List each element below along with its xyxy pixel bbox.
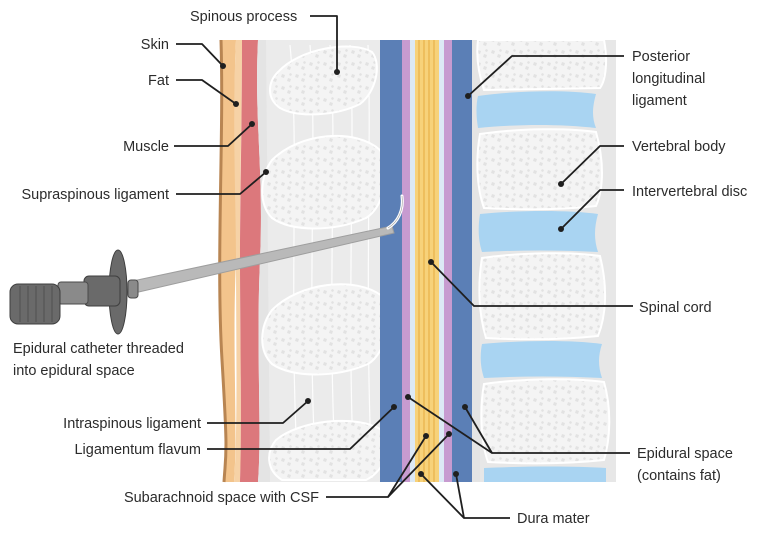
leader-lines: [174, 15, 633, 519]
epidural-needle: [9, 194, 404, 335]
label-supraspinous-ligament: Supraspinous ligament: [21, 187, 169, 203]
label-dura-mater: Dura mater: [517, 511, 590, 527]
intervertebral-disc-2: [478, 211, 598, 252]
spinous-process-2: [261, 134, 387, 230]
label-epidural-space-2: (contains fat): [637, 468, 721, 484]
intervertebral-disc-1: [476, 91, 596, 128]
posterior-elements: [257, 40, 392, 482]
label-subarachnoid-space: Subarachnoid space with CSF: [124, 490, 319, 506]
labels: Spinous process Skin Fat Muscle Supraspi…: [13, 9, 747, 527]
label-fat: Fat: [148, 73, 169, 89]
label-epidural-catheter-2: into epidural space: [13, 363, 135, 379]
label-muscle: Muscle: [123, 139, 169, 155]
label-posterior-longitudinal-3: ligament: [632, 93, 687, 109]
spinal-canal: [380, 40, 480, 482]
vertebral-body-1: [476, 39, 608, 92]
intervertebral-disc-4: [484, 466, 606, 482]
label-ligamentum-flavum: Ligamentum flavum: [74, 442, 201, 458]
label-posterior-longitudinal-1: Posterior: [632, 49, 690, 65]
label-interspinous-ligament: Intraspinous ligament: [63, 416, 201, 432]
vertebral-column: [476, 39, 616, 482]
vertebral-body-2: [476, 128, 603, 211]
label-posterior-longitudinal-2: longitudinal: [632, 71, 705, 87]
label-vertebral-body: Vertebral body: [632, 139, 726, 155]
needle-hub: [9, 283, 61, 325]
label-skin: Skin: [141, 37, 169, 53]
spinous-process-3: [261, 283, 389, 376]
vertebral-body-4: [480, 378, 611, 465]
label-intervertebral-disc: Intervertebral disc: [632, 184, 747, 200]
label-spinal-cord: Spinal cord: [639, 300, 712, 316]
label-spinous-process: Spinous process: [190, 9, 297, 25]
vertebral-body-3: [478, 252, 607, 341]
intervertebral-disc-3: [480, 341, 602, 378]
label-epidural-catheter-1: Epidural catheter threaded: [13, 341, 184, 357]
label-epidural-space-1: Epidural space: [637, 446, 733, 462]
